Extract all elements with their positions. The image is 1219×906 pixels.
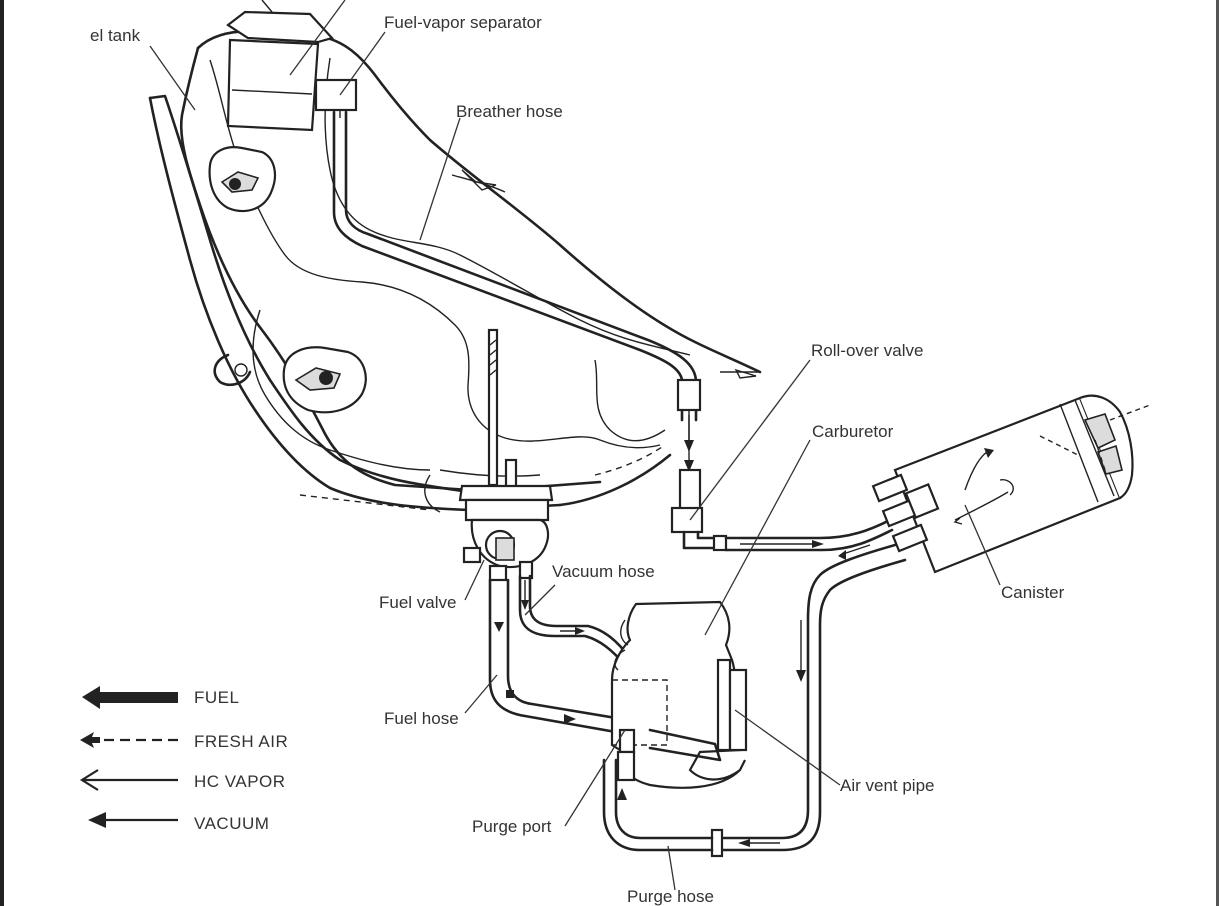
label-fuel-tank: el tank <box>90 26 141 45</box>
legend-fuel: FUEL <box>82 686 239 709</box>
label-fuel-vapor-separator: Fuel-vapor separator <box>384 13 542 32</box>
upper-mount <box>208 146 277 213</box>
lower-mount <box>282 346 367 414</box>
vacuum-arrow-icon <box>88 812 106 828</box>
legend-label-fuel: FUEL <box>194 688 239 707</box>
callout-labels: el tank Fuel-vapor separator Breather ho… <box>90 13 1065 906</box>
legend-fresh-air: FRESH AIR <box>80 732 288 751</box>
label-purge-hose: Purge hose <box>627 887 714 906</box>
label-vacuum-hose: Vacuum hose <box>552 562 655 581</box>
left-border <box>0 0 4 906</box>
fuel-arrow-icon <box>82 686 178 709</box>
legend-label-fresh-air: FRESH AIR <box>194 732 288 751</box>
label-purge-port: Purge port <box>472 817 552 836</box>
label-canister: Canister <box>1001 583 1065 602</box>
label-roll-over-valve: Roll-over valve <box>811 341 923 360</box>
label-breather-hose: Breather hose <box>456 102 563 121</box>
fuel-valve-body <box>458 328 554 582</box>
breather-hose-line <box>332 110 698 472</box>
leader-lines <box>149 0 1001 891</box>
canister-body <box>871 394 1151 574</box>
hc-vapor-arrow-icon <box>79 769 99 791</box>
purge-hose-line <box>602 543 907 858</box>
label-fuel-hose: Fuel hose <box>384 709 459 728</box>
fresh-air-arrow-icon <box>80 732 100 748</box>
fuel-tank-cap <box>226 0 335 132</box>
fuel-vapor-separator-body <box>314 78 358 118</box>
legend-label-vacuum: VACUUM <box>194 814 269 833</box>
legend-label-hc-vapor: HC VAPOR <box>194 772 286 791</box>
legend-vacuum: VACUUM <box>88 812 269 833</box>
vacuum-hose-line <box>518 574 632 667</box>
carburetor-body <box>610 600 748 789</box>
legend-hc-vapor: HC VAPOR <box>79 769 286 791</box>
right-border <box>1216 0 1219 906</box>
label-carburetor: Carburetor <box>812 422 894 441</box>
label-fuel-valve: Fuel valve <box>379 593 456 612</box>
legend: FUEL FRESH AIR HC VAPOR VACUUM <box>79 686 288 833</box>
label-air-vent-pipe: Air vent pipe <box>840 776 935 795</box>
roll-over-valve-body <box>670 368 760 552</box>
frame-rail <box>148 94 672 512</box>
